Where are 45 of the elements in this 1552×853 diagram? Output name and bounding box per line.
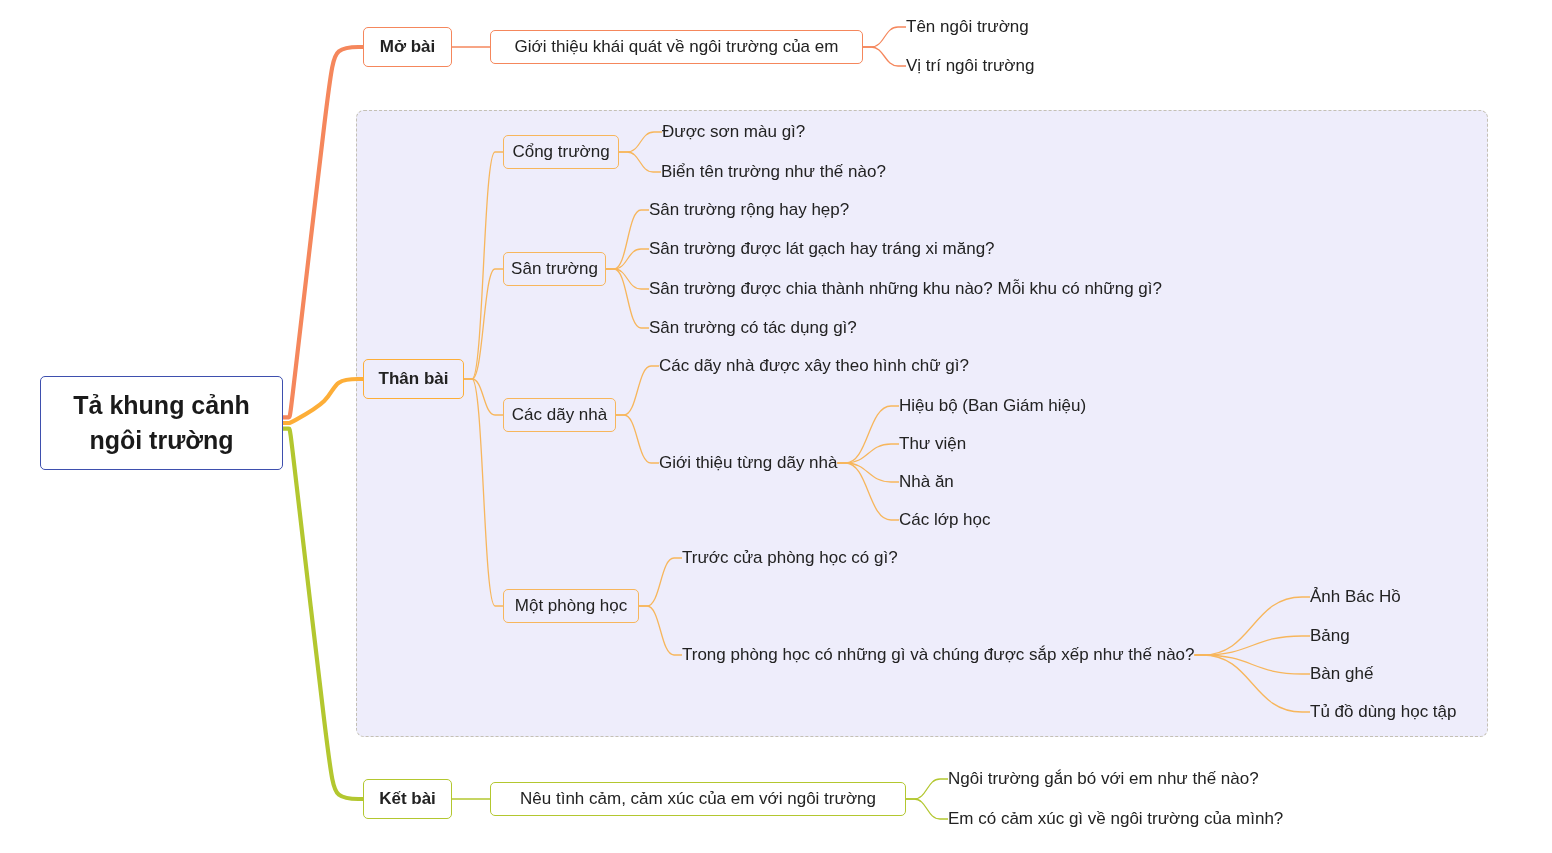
main-topic-box: Kết bài [363, 779, 452, 819]
connector-line [638, 605, 683, 656]
subtopic-text: Bảng [1310, 625, 1350, 647]
subtopic-text: Vị trí ngôi trường [906, 55, 1035, 77]
subtopic-text: Sân trường được lát gạch hay tráng xi măng? [649, 238, 995, 260]
connector-line [451, 798, 491, 800]
main-topic-box: Mở bài [363, 27, 452, 67]
main-topic-box: Thân bài [363, 359, 464, 399]
connector-line [618, 151, 662, 173]
subtopic-text: Trước cửa phòng học có gì? [682, 547, 898, 569]
subtopic-text: Tủ đồ dùng học tập [1310, 701, 1457, 723]
subtopic-box: Cổng trường [503, 135, 619, 169]
subtopic-text: Ngôi trường gắn bó với em như thế nào? [948, 768, 1259, 790]
subtopic-text: Trong phòng học có những gì và chúng được sắp xếp như thế nào? [682, 644, 1195, 666]
subtopic-text: Giới thiệu từng dãy nhà [659, 452, 838, 474]
subtopic-box: Sân trường [503, 252, 606, 286]
subtopic-text: Các dãy nhà được xây theo hình chữ gì? [659, 355, 969, 377]
connector-line [836, 462, 900, 521]
subtopic-text: Được sơn màu gì? [662, 121, 806, 143]
connector-line [282, 376, 363, 426]
boundary-frame [356, 110, 1488, 737]
subtopic-text: Em có cảm xúc gì về ngôi trường của mình? [948, 808, 1284, 830]
subtopic-text: Bàn ghế [1310, 663, 1374, 685]
connector-line [605, 268, 650, 329]
central-topic-box: Tả khung cảnh ngôi trường [40, 376, 283, 470]
connector-line [905, 798, 949, 820]
subtopic-text: Sân trường có tác dụng gì? [649, 317, 857, 339]
subtopic-text: Thư viện [899, 433, 967, 455]
subtopic-text: Sân trường được chia thành những khu nào? Mỗi khu có những gì? [649, 278, 1162, 300]
subtopic-box: Một phòng học [503, 589, 639, 623]
connector-line [463, 378, 504, 607]
subtopic-box: Giới thiệu khái quát về ngôi trường của em [490, 30, 863, 64]
subtopic-text: Các lớp học [899, 509, 991, 531]
subtopic-text: Nhà ăn [899, 471, 954, 493]
connector-line [1193, 654, 1311, 713]
subtopic-box: Nêu tình cảm, cảm xúc của em với ngôi trường [490, 782, 906, 816]
connector-line [615, 414, 660, 464]
subtopic-text: Ảnh Bác Hồ [1310, 586, 1401, 608]
subtopic-box: Các dãy nhà [503, 398, 616, 432]
subtopic-text: Sân trường rộng hay hẹp? [649, 199, 850, 221]
connector-line [862, 46, 907, 67]
connector-line [451, 46, 491, 48]
subtopic-text: Tên ngôi trường [906, 16, 1029, 38]
subtopic-text: Hiệu bộ (Ban Giám hiệu) [899, 395, 1087, 417]
subtopic-text: Biển tên trường như thế nào? [661, 161, 886, 183]
